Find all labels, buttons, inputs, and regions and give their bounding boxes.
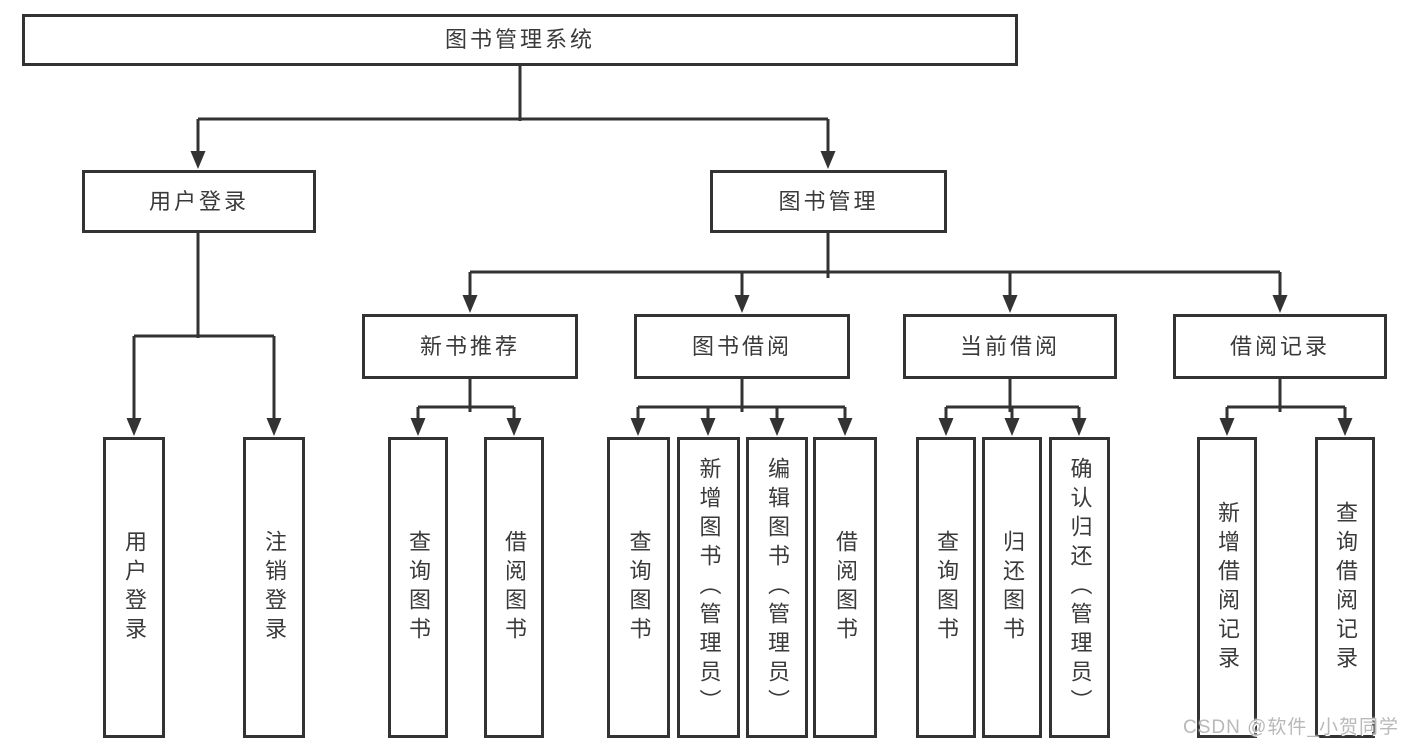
node-leaf-cur-query-books: 查询图书 (916, 437, 976, 738)
node-label: 新增图书（管理员） (696, 457, 722, 718)
node-label: 借阅图书 (502, 529, 527, 646)
node-label: 查询图书 (626, 529, 652, 646)
node-label: 注销登录 (262, 529, 287, 646)
node-leaf-logout: 注销登录 (243, 437, 305, 738)
connector-new-book-recommend-children (410, 379, 522, 436)
node-leaf-borrow-query-books: 查询图书 (607, 437, 670, 738)
node-label: 归还图书 (1000, 529, 1025, 646)
connector-user-login-children (126, 233, 282, 436)
node-leaf-add-books-admin: 新增图书（管理员） (677, 437, 740, 738)
node-label: 查询图书 (406, 529, 431, 646)
node-label: 用户登录 (148, 188, 249, 214)
node-label: 图书管理 (778, 188, 879, 214)
node-borrowing-records: 借阅记录 (1173, 314, 1387, 379)
node-book-management: 图书管理 (710, 170, 947, 233)
node-user-login: 用户登录 (82, 170, 316, 233)
csdn-watermark: CSDN @软件_小贺同学 (1183, 717, 1399, 738)
node-root-system: 图书管理系统 (22, 14, 1018, 66)
node-label: 查询图书 (934, 529, 959, 646)
node-book-borrowing: 图书借阅 (634, 314, 850, 379)
node-label: 图书管理系统 (444, 27, 595, 52)
node-label: 编辑图书（管理员） (765, 457, 790, 718)
node-leaf-return-books: 归还图书 (982, 437, 1042, 738)
node-leaf-query-borrow-record: 查询借阅记录 (1315, 437, 1375, 738)
node-label: 当前借阅 (959, 333, 1060, 359)
connector-root-to-level2 (190, 66, 836, 169)
node-leaf-edit-books-admin: 编辑图书（管理员） (746, 437, 808, 738)
node-label: 借阅记录 (1229, 333, 1330, 359)
node-label: 借阅图书 (833, 529, 858, 646)
node-label: 确认归还（管理员） (1067, 457, 1093, 718)
node-label: 查询借阅记录 (1333, 500, 1358, 675)
node-leaf-rec-borrow-books: 借阅图书 (484, 437, 544, 738)
node-current-borrowing: 当前借阅 (903, 314, 1117, 379)
node-label: 新增借阅记录 (1215, 500, 1240, 675)
node-leaf-rec-query-books: 查询图书 (388, 437, 448, 738)
node-leaf-borrow-books: 借阅图书 (813, 437, 877, 738)
node-label: 新书推荐 (419, 333, 520, 359)
node-label: 图书借阅 (691, 333, 792, 359)
connector-borrowing-records-children (1219, 379, 1353, 436)
node-leaf-user-login: 用户登录 (103, 437, 165, 738)
node-label: 用户登录 (122, 529, 147, 646)
node-leaf-confirm-return-admin: 确认归还（管理员） (1049, 437, 1110, 738)
connector-book-management-children (462, 233, 1288, 313)
connector-book-borrowing-children (630, 379, 853, 436)
connector-current-borrowing-children (938, 379, 1087, 436)
node-new-book-recommend: 新书推荐 (362, 314, 578, 379)
node-leaf-add-borrow-record: 新增借阅记录 (1197, 437, 1257, 738)
